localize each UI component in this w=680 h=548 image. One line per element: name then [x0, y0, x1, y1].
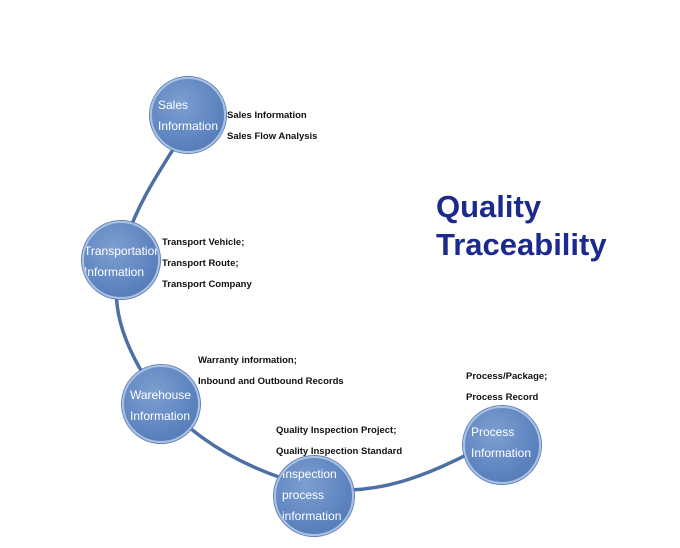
inspection-node-line-2: process: [282, 488, 325, 502]
process-detail-1: Process/Package;: [466, 371, 548, 382]
warehouse-node-line-1: Warehouse: [130, 388, 191, 402]
warehouse-detail-1: Warranty information;: [198, 355, 297, 366]
warehouse-detail-2: Inbound and Outbound Records: [198, 376, 344, 387]
inspection-node-line-3: information: [282, 509, 342, 523]
process-node: Process Information: [463, 406, 541, 484]
warehouse-details: Warranty information; Inbound and Outbou…: [198, 350, 344, 392]
diagram-title-line-2: Traceability: [436, 227, 607, 262]
sales-node-line-2: Information: [158, 119, 219, 133]
transportation-node-label: Transportation Information: [84, 241, 160, 283]
inspection-node-line-1: Inspection: [282, 467, 337, 481]
transportation-node-line-2: Information: [84, 265, 145, 279]
process-detail-2: Process Record: [466, 392, 539, 403]
warehouse-node-label: Warehouse Information: [130, 385, 191, 427]
transportation-detail-2: Transport Route;: [162, 258, 239, 269]
transportation-detail-3: Transport Company: [162, 279, 252, 290]
inspection-node: Inspection process information: [274, 456, 354, 536]
transportation-node-line-1: Transportation: [84, 244, 160, 258]
diagram-title-line-1: Quality: [436, 189, 542, 224]
sales-details: Sales Information Sales Flow Analysis: [227, 105, 317, 147]
transportation-details: Transport Vehicle; Transport Route; Tran…: [162, 232, 252, 295]
process-node-line-1: Process: [471, 425, 515, 439]
sales-node-label: Sales Information: [158, 95, 218, 137]
diagram-title: Quality Traceability: [436, 188, 607, 264]
process-node-line-2: Information: [471, 446, 532, 460]
process-details: Process/Package; Process Record: [466, 366, 547, 408]
sales-detail-1: Sales Information: [227, 110, 307, 121]
inspection-detail-2: Quality Inspection Standard: [276, 446, 403, 457]
inspection-node-label: Inspection process information: [282, 464, 341, 527]
process-node-label: Process Information: [471, 422, 531, 464]
warehouse-node-line-2: Information: [130, 409, 191, 423]
sales-node: Sales Information: [150, 77, 226, 153]
inspection-detail-1: Quality Inspection Project;: [276, 425, 397, 436]
warehouse-node: Warehouse Information: [122, 365, 200, 443]
transportation-node: Transportation Information: [82, 221, 160, 299]
transportation-detail-1: Transport Vehicle;: [162, 237, 245, 248]
inspection-details: Quality Inspection Project; Quality Insp…: [276, 420, 402, 462]
sales-detail-2: Sales Flow Analysis: [227, 131, 318, 142]
sales-node-line-1: Sales: [158, 98, 189, 112]
